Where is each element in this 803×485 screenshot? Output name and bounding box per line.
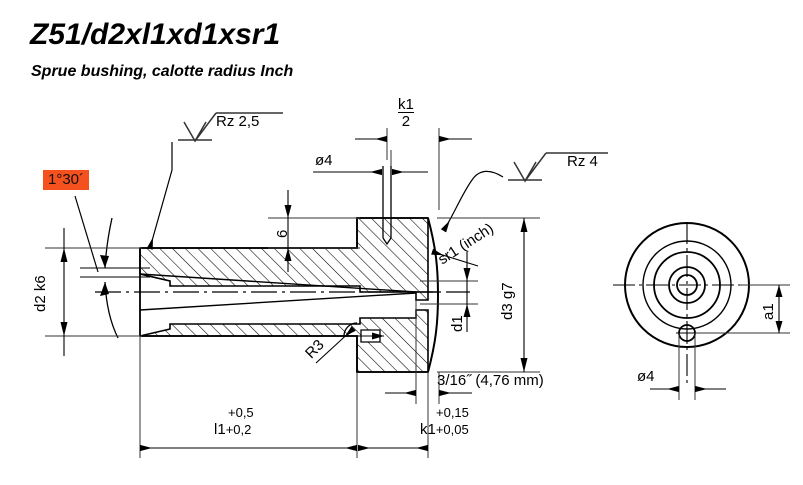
dim-l1-lower-tolerance: +0,2 [225, 422, 252, 437]
angle-callout-leader [74, 195, 99, 273]
body-outline-upper [140, 217, 428, 249]
dim-6-label: 6 [274, 229, 291, 238]
dim-a1-label: a1 [760, 303, 777, 320]
a1-arrow-down [775, 321, 783, 333]
page-title: Z51/d2xl1xd1xsr1 [30, 18, 281, 51]
bore-taper-lower-line [139, 292, 417, 311]
d3-arrow-up [520, 218, 528, 232]
d1-arrow-up [463, 268, 471, 281]
dim-k1-base-label: k1 [420, 421, 436, 438]
dim-d2-label: d2 k6 [32, 275, 49, 312]
dim6-arrow-down [284, 205, 292, 218]
dim-o4-side-label: ø4 [637, 368, 655, 385]
dim-o4-top-label: ø4 [315, 152, 333, 169]
rz25-leader [146, 142, 173, 250]
main-section-view [45, 112, 608, 458]
bore-entry-step-upper [139, 273, 171, 282]
angle-arrow-upper [100, 255, 109, 268]
dim-k1-half-numerator: k1 [398, 96, 414, 113]
surface-finish-left-label: Rz 2,5 [216, 113, 260, 130]
d1-arrow-down [463, 304, 471, 317]
bore-entry-step-lower [140, 310, 170, 329]
sr1-leader [431, 248, 479, 267]
rz4-leader [440, 170, 504, 233]
a1-arrow-up [775, 285, 783, 297]
angle-callout-highlight: 1°30´ [43, 170, 90, 190]
rz25-symbol [178, 112, 283, 143]
hole-drill-tip [382, 237, 392, 246]
dim-l1-base-label: l1 [214, 421, 226, 438]
dim-d3-label: d3 g7 [499, 282, 516, 320]
d2-arrow-up [60, 248, 68, 262]
angle-arrow-lower [100, 282, 109, 296]
bore-taper-upper [139, 273, 417, 293]
dim-k1-tolerance-block: +0,15 k1+0,05 [420, 404, 469, 438]
side-view [613, 222, 790, 400]
r3-leader [315, 326, 356, 364]
relief-groove-arrow [372, 332, 384, 340]
body-outline-lower [140, 335, 428, 373]
page-subtitle: Sprue bushing, calotte radius Inch [31, 63, 294, 80]
rz4-symbol [508, 152, 608, 183]
dim6-arrow-up [284, 248, 292, 261]
surface-finish-right-label: Rz 4 [567, 153, 598, 170]
dim-k1-half: k1 2 [398, 97, 414, 129]
dim-d1-label: d1 [449, 315, 466, 332]
dim-k1-upper-tolerance: +0,15 [436, 405, 469, 420]
body-lower-hatch [139, 309, 429, 373]
dim-l1-upper-tolerance: +0,5 [228, 405, 254, 420]
dim-k1-lower-tolerance: +0,05 [435, 422, 469, 437]
inch-note-label: 3/16˝ (4,76 mm) [437, 372, 544, 389]
d2-arrow-down [60, 322, 68, 336]
dim-k1-half-denominator: 2 [398, 112, 414, 129]
calotte-face [427, 217, 440, 373]
d3-arrow-down [520, 358, 528, 372]
dim-l1-tolerance-block: +0,5 l1+0,2 [214, 404, 254, 438]
